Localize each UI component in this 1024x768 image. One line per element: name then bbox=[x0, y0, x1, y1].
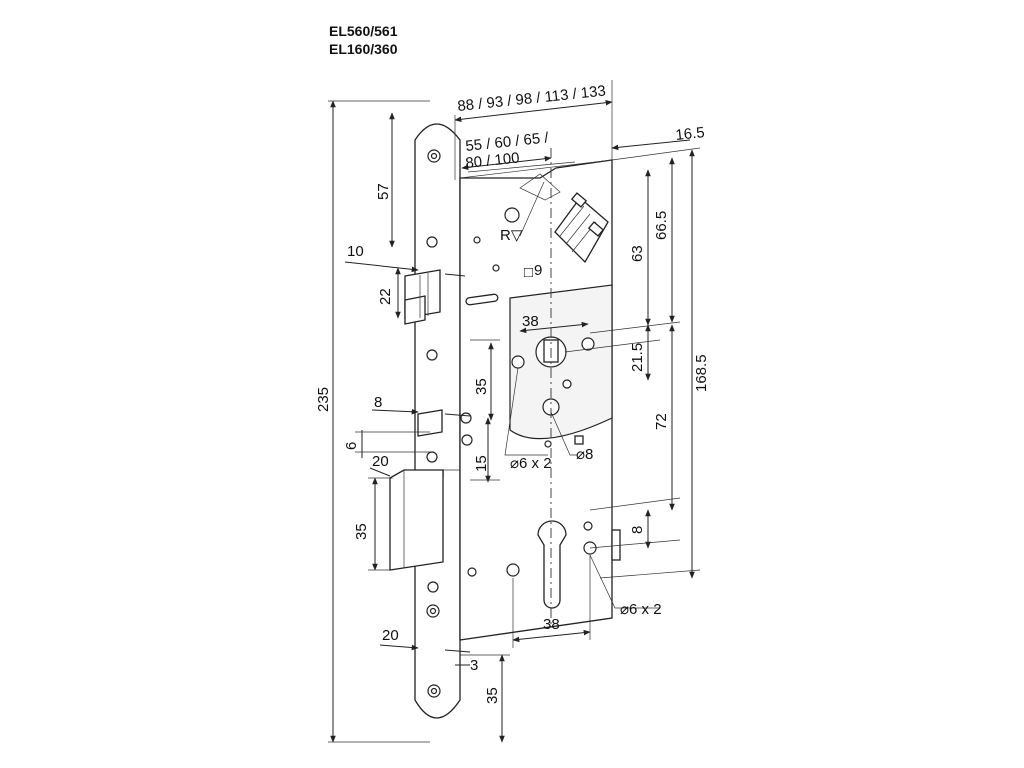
dimension-lines bbox=[328, 80, 701, 743]
cylinder-cutout bbox=[537, 520, 567, 609]
dim-10: 10 bbox=[347, 243, 364, 260]
screw-hole bbox=[426, 451, 438, 463]
dim-72: 72 bbox=[653, 413, 670, 430]
mounting-hole bbox=[511, 355, 525, 369]
dim-20-bottom: 20 bbox=[382, 627, 399, 644]
dim-20-top: 20 bbox=[372, 453, 389, 470]
dim-35-bottom: 35 bbox=[484, 687, 501, 704]
model-code-1: EL560/561 bbox=[329, 23, 398, 39]
dim-235: 235 bbox=[315, 387, 332, 412]
dim-35-mid: 35 bbox=[473, 378, 490, 395]
dim-168-5: 168.5 bbox=[693, 354, 710, 392]
rv-mark: R▽ bbox=[500, 227, 523, 244]
dim-3: 3 bbox=[470, 657, 478, 674]
deadbolt bbox=[389, 469, 444, 571]
screw-hole bbox=[426, 236, 438, 248]
mounting-hole bbox=[506, 563, 520, 577]
dim-6: 6 bbox=[343, 442, 360, 450]
dim-8-right: 8 bbox=[629, 526, 646, 534]
dim-22: 22 bbox=[377, 288, 394, 305]
dim-hole-8: ⌀8 bbox=[576, 446, 593, 463]
latch-bolt bbox=[389, 269, 473, 571]
square-marker-icon bbox=[574, 435, 584, 445]
dim-21-5: 21.5 bbox=[629, 343, 646, 372]
dim-57: 57 bbox=[375, 183, 392, 200]
dim-backset-total: 88 / 93 / 98 / 113 / 133 bbox=[457, 82, 607, 114]
dim-38-top: 38 bbox=[522, 313, 539, 330]
screw-hole bbox=[426, 349, 438, 361]
dim-38-cyl: 38 bbox=[543, 616, 560, 633]
square-icon: □ bbox=[524, 264, 533, 281]
dim-66-5: 66.5 bbox=[653, 211, 670, 240]
mounting-hole bbox=[581, 337, 595, 351]
torx-screw-icon bbox=[504, 207, 520, 223]
dim-backset-line2: 80 / 100 bbox=[465, 149, 521, 172]
dim-8-deadlatch: 8 bbox=[374, 394, 382, 411]
dim-15: 15 bbox=[473, 455, 490, 472]
dim-hole-6x2-upper: ⌀6 x 2 bbox=[510, 455, 552, 472]
dim-16-5: 16.5 bbox=[675, 124, 706, 144]
dim-63: 63 bbox=[629, 245, 646, 262]
screw-hole bbox=[427, 581, 439, 593]
dim-9: 9 bbox=[534, 262, 542, 279]
model-code-2: EL160/360 bbox=[329, 41, 398, 57]
dim-35-bolt: 35 bbox=[353, 523, 370, 540]
dim-hole-6x2-lower: ⌀6 x 2 bbox=[620, 601, 662, 618]
